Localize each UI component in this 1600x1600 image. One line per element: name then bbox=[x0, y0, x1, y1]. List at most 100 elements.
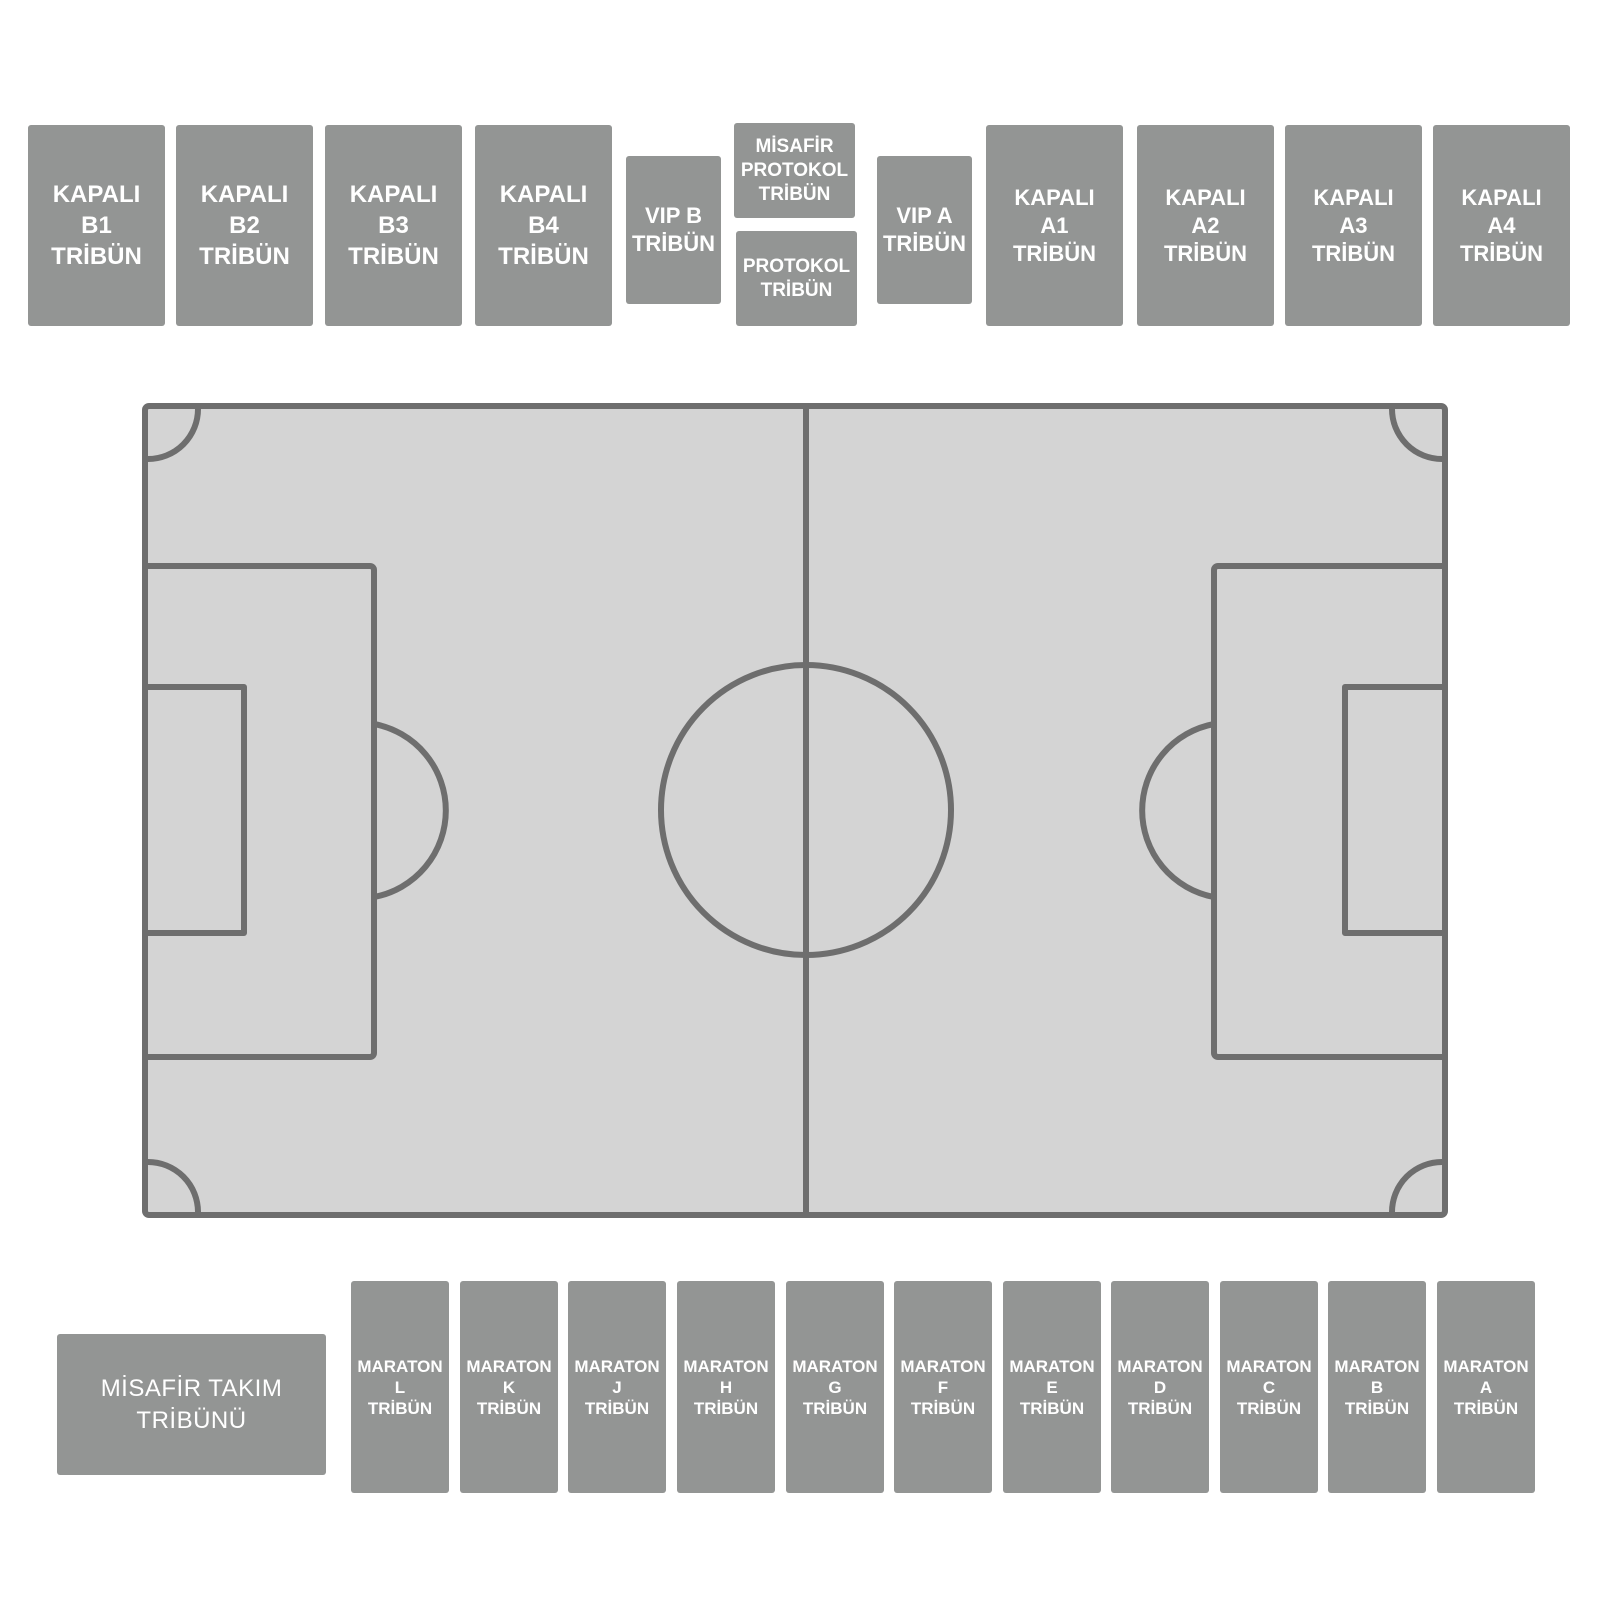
section-label: MARATON bbox=[683, 1356, 769, 1376]
section-label: TRİBÜN bbox=[1453, 1398, 1519, 1418]
section-label: MARATON bbox=[900, 1356, 986, 1376]
section-label: TRİBÜN bbox=[910, 1398, 976, 1418]
section-label: TRİBÜN bbox=[1311, 240, 1396, 266]
section-label: MARATON bbox=[792, 1356, 878, 1376]
section-label: MARATON bbox=[1334, 1356, 1420, 1376]
center-circle bbox=[658, 662, 954, 958]
section-label: MARATON bbox=[1226, 1356, 1312, 1376]
section-label: J bbox=[612, 1377, 622, 1397]
section-label: TRİBÜN bbox=[760, 279, 833, 301]
corner-arc-top-right bbox=[1389, 408, 1443, 462]
section-label: PROTOKOL bbox=[742, 255, 851, 277]
section-label: TRİBÜN bbox=[1459, 240, 1544, 266]
section-label: TRİBÜN bbox=[693, 1398, 759, 1418]
section-label: TRİBÜNÜ bbox=[136, 1406, 247, 1434]
section-label: MARATON bbox=[574, 1356, 660, 1376]
section-label: TRİBÜN bbox=[199, 243, 290, 270]
left-penalty-arc bbox=[373, 721, 449, 900]
section-label: G bbox=[828, 1377, 842, 1397]
section-label: KAPALI bbox=[1461, 184, 1542, 210]
section-vip-b[interactable]: VIP B TRİBÜN bbox=[626, 156, 721, 304]
right-penalty-arc bbox=[1139, 721, 1215, 900]
section-misafir-takim[interactable]: MİSAFİR TAKIM TRİBÜNÜ bbox=[57, 1334, 326, 1475]
left-goal-area bbox=[148, 684, 247, 936]
section-label: TRİBÜN bbox=[498, 243, 589, 270]
section-label: KAPALI bbox=[499, 181, 588, 208]
section-label: B3 bbox=[378, 212, 409, 239]
section-vip-a[interactable]: VIP A TRİBÜN bbox=[877, 156, 972, 304]
section-label: TRİBÜN bbox=[1236, 1398, 1302, 1418]
section-label: MİSAFİR TAKIM bbox=[100, 1374, 283, 1402]
section-label: MARATON bbox=[357, 1356, 443, 1376]
section-label: A2 bbox=[1191, 212, 1220, 238]
section-label: MARATON bbox=[1009, 1356, 1095, 1376]
section-label: TRİBÜN bbox=[1127, 1398, 1193, 1418]
section-label: A3 bbox=[1339, 212, 1368, 238]
section-label: D bbox=[1153, 1377, 1167, 1397]
section-label: PROTOKOL bbox=[740, 159, 849, 181]
section-label: A1 bbox=[1040, 212, 1069, 238]
section-label: TRİBÜN bbox=[802, 1398, 868, 1418]
section-label: TRİBÜN bbox=[348, 243, 439, 270]
section-label: A bbox=[1479, 1377, 1493, 1397]
section-label: MARATON bbox=[1117, 1356, 1203, 1376]
section-label: B1 bbox=[81, 212, 112, 239]
corner-arc-top-left bbox=[147, 408, 201, 462]
section-label: B2 bbox=[229, 212, 260, 239]
section-label: L bbox=[394, 1377, 406, 1397]
section-label: TRİBÜN bbox=[1344, 1398, 1410, 1418]
section-label: KAPALI bbox=[52, 181, 141, 208]
section-label: KAPALI bbox=[1313, 184, 1394, 210]
right-goal-area bbox=[1342, 684, 1442, 936]
section-label: TRİBÜN bbox=[758, 183, 831, 205]
section-label: A4 bbox=[1487, 212, 1516, 238]
section-label: MARATON bbox=[1443, 1356, 1529, 1376]
section-label: B bbox=[1370, 1377, 1384, 1397]
section-label: TRİBÜN bbox=[584, 1398, 650, 1418]
left-penalty-area bbox=[148, 563, 377, 1060]
section-label: TRİBÜN bbox=[367, 1398, 433, 1418]
corner-arc-bottom-right bbox=[1389, 1159, 1443, 1213]
right-penalty-area bbox=[1211, 563, 1442, 1060]
section-label: KAPALI bbox=[349, 181, 438, 208]
section-label: C bbox=[1262, 1377, 1276, 1397]
section-label: TRİBÜN bbox=[1019, 1398, 1085, 1418]
section-label: TRİBÜN bbox=[631, 231, 716, 256]
section-label: H bbox=[719, 1377, 733, 1397]
section-label: VIP A bbox=[896, 203, 953, 228]
section-label: KAPALI bbox=[1165, 184, 1246, 210]
section-label: KAPALI bbox=[1014, 184, 1095, 210]
section-label: TRİBÜN bbox=[51, 243, 142, 270]
section-label: E bbox=[1046, 1377, 1058, 1397]
section-label: TRİBÜN bbox=[1163, 240, 1248, 266]
section-label: KAPALI bbox=[200, 181, 289, 208]
section-label: TRİBÜN bbox=[1012, 240, 1097, 266]
section-label: TRİBÜN bbox=[882, 231, 967, 256]
corner-arc-bottom-left bbox=[147, 1159, 201, 1213]
section-label: K bbox=[502, 1377, 516, 1397]
section-label: VIP B bbox=[644, 203, 703, 228]
